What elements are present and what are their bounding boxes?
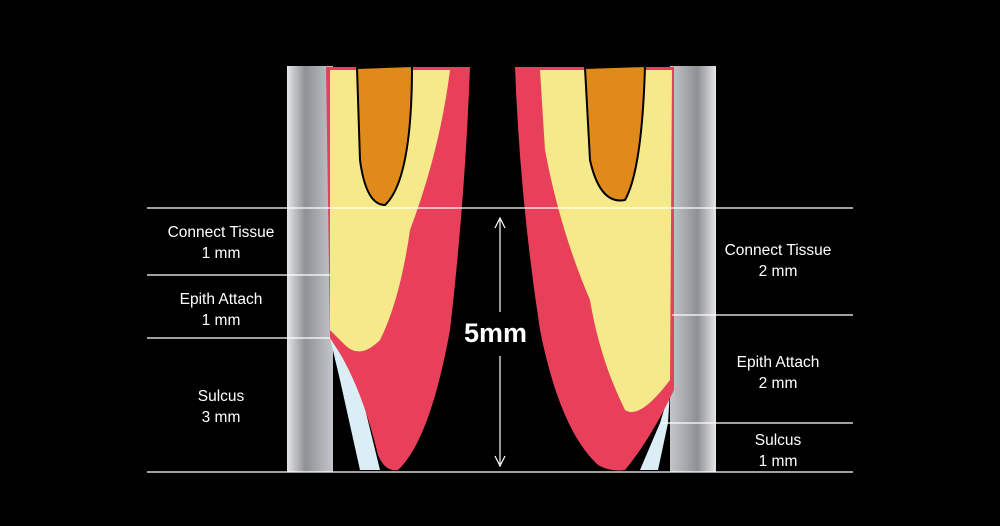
left-connect-tissue-label: Connect Tissue 1 mm [141, 222, 301, 264]
left-specimen [287, 64, 470, 472]
label-text: Connect Tissue [167, 224, 275, 241]
right-connect-tissue-label: Connect Tissue 2 mm [698, 240, 858, 282]
left-epith-attach-label: Epith Attach 1 mm [141, 289, 301, 331]
right-bone [583, 64, 647, 202]
left-tooth [287, 66, 333, 472]
right-tooth [670, 66, 716, 472]
label-text: Epith Attach [736, 354, 820, 371]
right-specimen [515, 64, 716, 472]
left-sulcus-label: Sulcus 3 mm [141, 386, 301, 428]
label-text: Sulcus [754, 432, 802, 449]
right-sulcus [640, 390, 670, 470]
right-connective-tissue [540, 70, 672, 412]
right-epith-attach-label: Epith Attach 2 mm [698, 352, 858, 394]
label-text: Connect Tissue [724, 242, 832, 259]
label-value: 2 mm [758, 263, 798, 280]
label-text: Sulcus [197, 388, 245, 405]
arrow-up-head [494, 216, 506, 229]
left-sulcus [330, 338, 380, 470]
label-text: Epith Attach [179, 291, 263, 308]
total-width-label: 5mm [464, 318, 528, 348]
right-sulcus-label: Sulcus 1 mm [698, 430, 858, 472]
label-value: 2 mm [758, 375, 798, 392]
label-value: 1 mm [201, 312, 241, 329]
left-bone [355, 64, 414, 207]
label-value: 1 mm [758, 453, 798, 470]
arrow-down-head [494, 455, 506, 468]
label-value: 3 mm [201, 409, 241, 426]
label-value: 1 mm [201, 245, 241, 262]
